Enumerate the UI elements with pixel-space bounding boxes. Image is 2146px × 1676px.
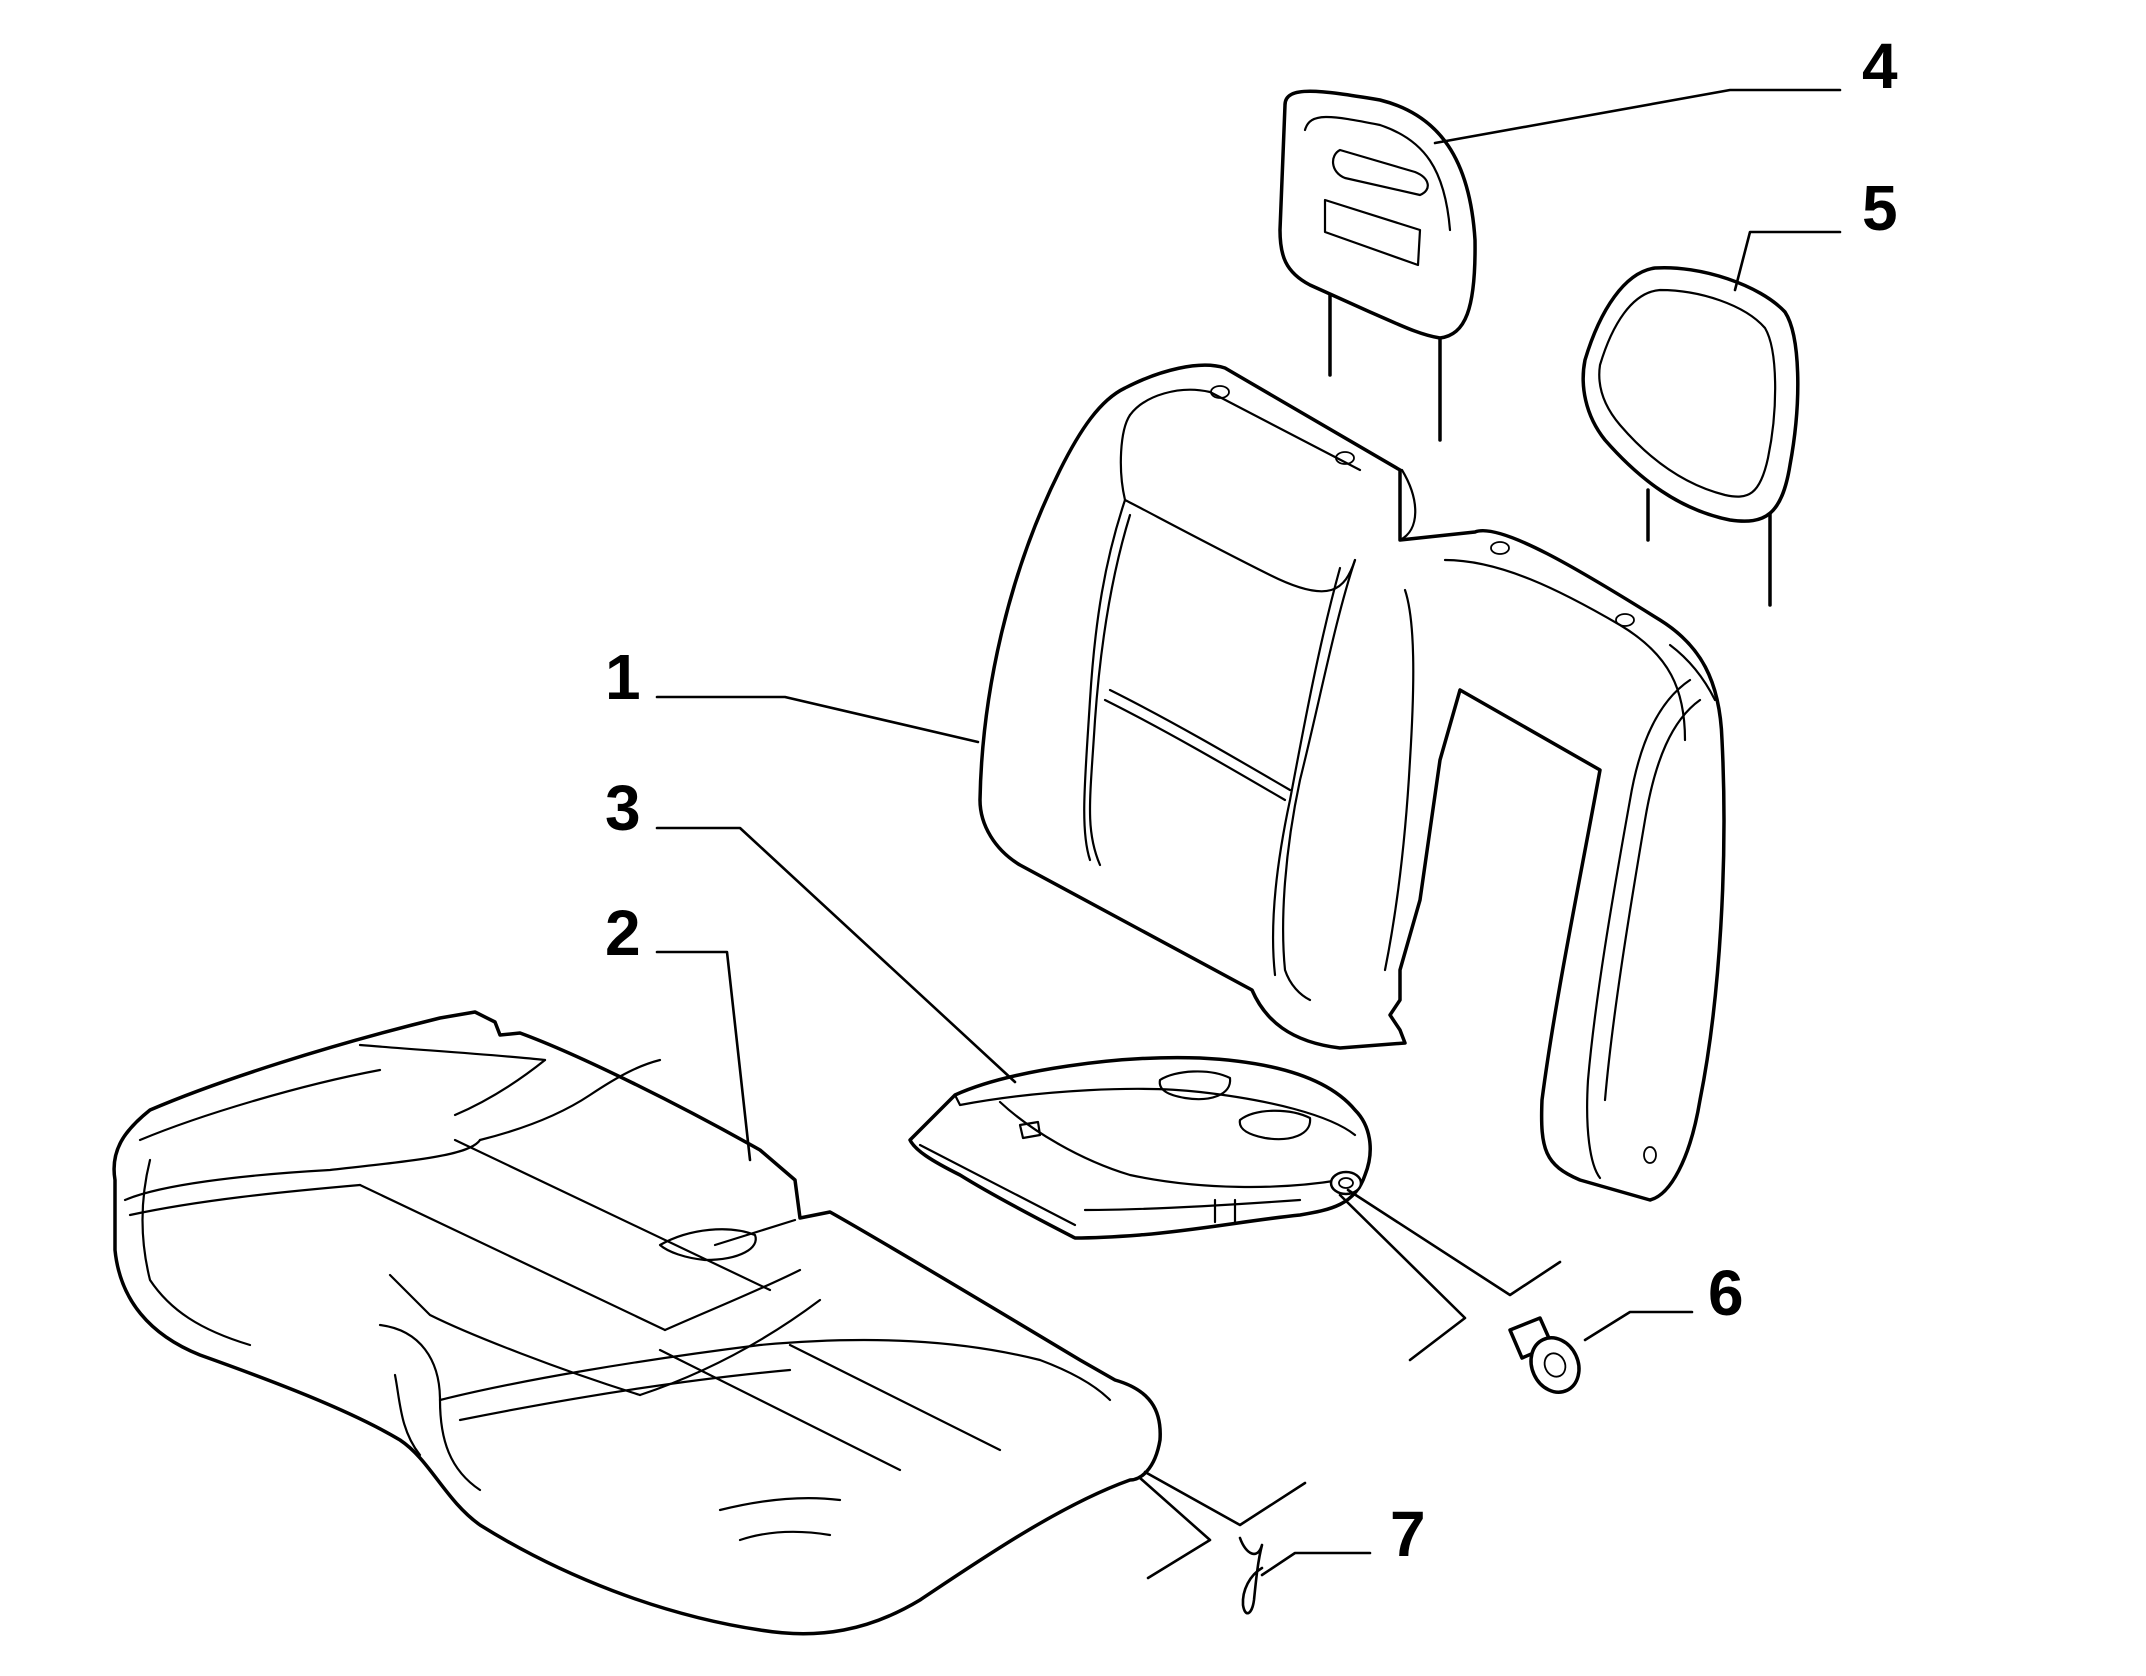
part-5-headrest xyxy=(1581,265,1800,607)
leader-lines xyxy=(655,88,1842,1580)
callout-1: 1 xyxy=(605,641,641,713)
part-3-armrest xyxy=(908,1055,1372,1240)
leader-1 xyxy=(655,695,980,744)
leader-3 xyxy=(655,826,1017,1084)
part-6-pin xyxy=(1508,1316,1581,1394)
callout-5: 5 xyxy=(1862,172,1898,244)
callout-2: 2 xyxy=(605,897,641,969)
leader-4 xyxy=(1433,88,1842,145)
callout-4: 4 xyxy=(1862,30,1898,102)
leader-7 xyxy=(1260,1551,1372,1577)
part-7-clip xyxy=(1238,1536,1264,1615)
part-4-headrest xyxy=(1278,89,1477,442)
leader-7-break xyxy=(1143,1470,1307,1527)
leader-7-break-2 xyxy=(1138,1476,1212,1580)
part-1-backrest xyxy=(978,363,1726,1202)
leader-6 xyxy=(1583,1310,1694,1342)
leader-6-break xyxy=(1346,1188,1562,1297)
leader-5 xyxy=(1733,230,1842,292)
leader-2 xyxy=(655,950,752,1162)
callout-labels: 1 2 3 4 5 6 7 xyxy=(605,30,1898,1570)
callout-7: 7 xyxy=(1390,1498,1426,1570)
leader-6-break-2 xyxy=(1338,1193,1467,1362)
callout-6: 6 xyxy=(1708,1257,1744,1329)
part-2-seat-cushion xyxy=(112,1010,1162,1636)
callout-3: 3 xyxy=(605,772,641,844)
